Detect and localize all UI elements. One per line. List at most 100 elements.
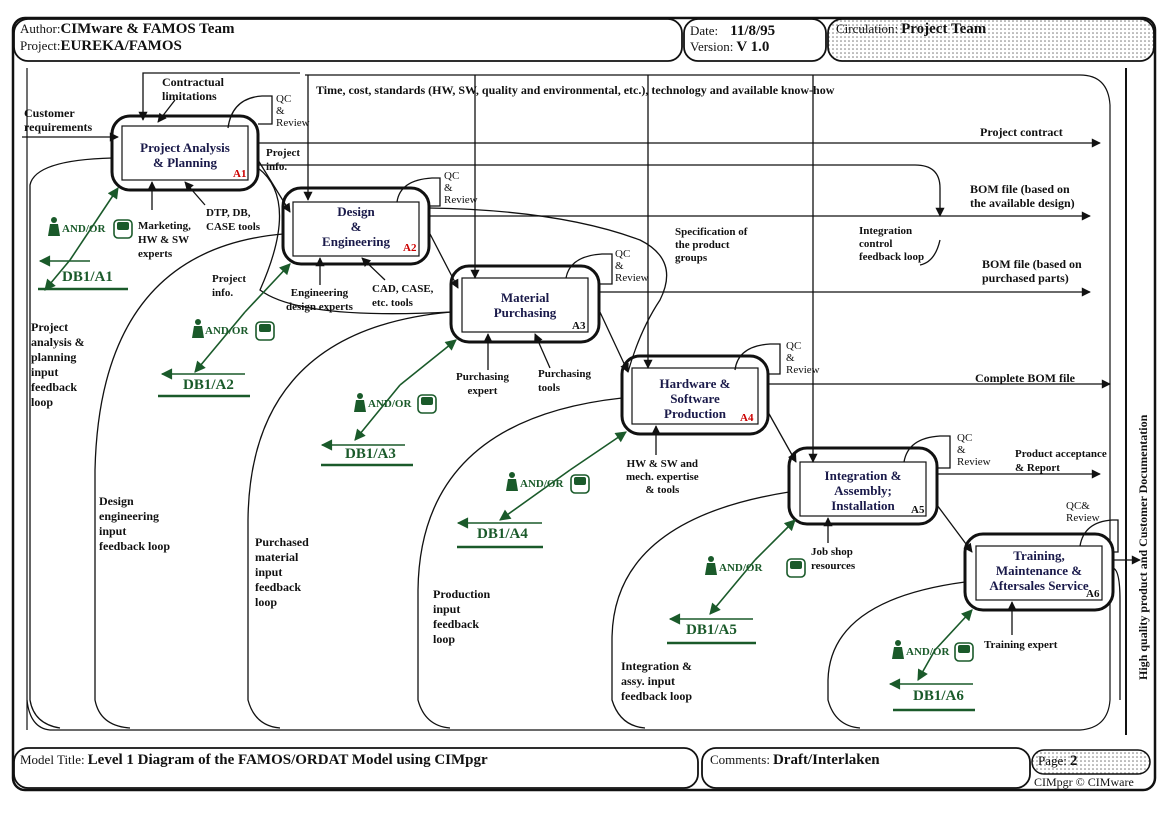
comments-box bbox=[701, 747, 1031, 789]
andor-label: AND/OR bbox=[520, 478, 564, 490]
version-field: Version: V 1.0 bbox=[690, 39, 770, 55]
qc-review-label: QC&Review bbox=[786, 340, 820, 376]
activity-code: A2 bbox=[403, 242, 417, 254]
database-db1-a3[interactable]: DB1/A3 bbox=[345, 446, 396, 462]
activity-a6-title[interactable]: Training, Maintenance & Aftersales Servi… bbox=[976, 548, 1102, 593]
qc-review-label: QC&Review bbox=[615, 248, 649, 284]
date-box bbox=[683, 18, 827, 62]
andor-label: AND/OR bbox=[205, 325, 249, 337]
page-field: Page: 2 bbox=[1038, 753, 1078, 769]
circulation-label: Circulation: bbox=[836, 21, 899, 36]
product-acceptance-label: Product acceptance& Report bbox=[1015, 448, 1107, 474]
activity-title-line: Maintenance & bbox=[995, 563, 1083, 578]
high-quality-output-label: High quality product and Customer Docume… bbox=[1136, 414, 1150, 680]
controls-label: Time, cost, standards (HW, SW, quality a… bbox=[316, 83, 835, 97]
activity-a2-title[interactable]: Design & Engineering bbox=[293, 204, 419, 249]
page-label: Page: bbox=[1038, 753, 1067, 768]
activity-a2 bbox=[281, 186, 431, 266]
activity-title-line: Hardware & bbox=[659, 376, 731, 391]
author-value: CIMware & FAMOS Team bbox=[60, 21, 235, 37]
activity-a5-title[interactable]: Integration & Assembly; Installation bbox=[800, 468, 926, 513]
complete-bom-label: Complete BOM file bbox=[975, 371, 1075, 385]
database-db1-a5[interactable]: DB1/A5 bbox=[686, 622, 737, 638]
page-box bbox=[1031, 749, 1151, 775]
page-value: 2 bbox=[1069, 753, 1078, 769]
comments-label: Comments: bbox=[710, 752, 770, 767]
author-box bbox=[13, 18, 683, 62]
activity-code: A5 bbox=[911, 504, 925, 516]
person-icon bbox=[354, 393, 366, 412]
andor-label: AND/OR bbox=[906, 646, 950, 658]
model-title-label: Model Title: bbox=[20, 752, 85, 767]
andor-label: AND/OR bbox=[62, 223, 106, 235]
activity-title-line: Assembly; bbox=[834, 483, 892, 498]
andor-label: AND/OR bbox=[368, 398, 412, 410]
database-db1-a4[interactable]: DB1/A4 bbox=[477, 526, 528, 542]
comments-value: Draft/Interlaken bbox=[772, 752, 880, 768]
activity-title-line: Training, bbox=[1013, 548, 1065, 563]
person-icon bbox=[506, 472, 518, 491]
activity-title-line: Installation bbox=[831, 498, 895, 513]
training-expert-label: Training expert bbox=[984, 639, 1058, 651]
activity-title-line: Integration & bbox=[824, 468, 902, 483]
activity-code: A6 bbox=[1086, 588, 1100, 600]
activity-title-line: Software bbox=[670, 391, 720, 406]
author-field: Author:CIMware & FAMOS Team bbox=[20, 21, 235, 37]
date-field: Date: 11/8/95 bbox=[690, 23, 776, 39]
version-label: Version: bbox=[690, 39, 734, 54]
activity-title-line: Aftersales Service bbox=[989, 578, 1089, 593]
qc-review-label: QC&Review bbox=[444, 170, 478, 206]
database-db1-a1[interactable]: DB1/A1 bbox=[62, 269, 113, 285]
date-label: Date: bbox=[690, 23, 719, 38]
activity-a3 bbox=[449, 264, 601, 344]
activity-a1-title[interactable]: Project Analysis & Planning bbox=[122, 140, 248, 170]
date-value: 11/8/95 bbox=[730, 23, 776, 39]
activity-title-line: Purchasing bbox=[493, 305, 557, 320]
activity-title-line: Design bbox=[337, 204, 375, 219]
activity-title-line: Engineering bbox=[322, 234, 390, 249]
comments-field: Comments: Draft/Interlaken bbox=[710, 752, 880, 768]
activity-title-line: Material bbox=[500, 290, 550, 305]
activity-a3-title[interactable]: Material Purchasing bbox=[462, 290, 588, 320]
project-label: Project: bbox=[20, 38, 61, 53]
database-db1-a2[interactable]: DB1/A2 bbox=[183, 377, 234, 393]
activity-code: A4 bbox=[740, 412, 754, 424]
dtp-tools-label: DTP, DB,CASE tools bbox=[206, 207, 261, 233]
person-icon bbox=[192, 319, 204, 338]
version-value: V 1.0 bbox=[736, 39, 770, 55]
database-db1-a6[interactable]: DB1/A6 bbox=[913, 688, 964, 704]
activity-title-line: & Planning bbox=[153, 155, 217, 170]
activity-title-line: & bbox=[350, 219, 362, 234]
activity-title-line: Project Analysis bbox=[140, 140, 230, 155]
activity-code: A1 bbox=[233, 168, 247, 180]
activity-a4-title[interactable]: Hardware & Software Production bbox=[632, 376, 758, 421]
qc-review-label: QC&Review bbox=[957, 432, 991, 468]
copyright: CIMpgr © CIMware bbox=[1034, 775, 1134, 789]
project-field: Project:EUREKA/FAMOS bbox=[20, 38, 182, 54]
activity-title-line: Production bbox=[664, 406, 726, 421]
cad-tools-label: CAD, CASE,etc. tools bbox=[372, 283, 434, 309]
author-label: Author: bbox=[20, 21, 61, 36]
project-contract-label: Project contract bbox=[980, 125, 1063, 139]
qc-review-label: QC&Review bbox=[1066, 500, 1100, 524]
circulation-value: Project Team bbox=[901, 21, 987, 37]
project-value: EUREKA/FAMOS bbox=[60, 38, 182, 54]
